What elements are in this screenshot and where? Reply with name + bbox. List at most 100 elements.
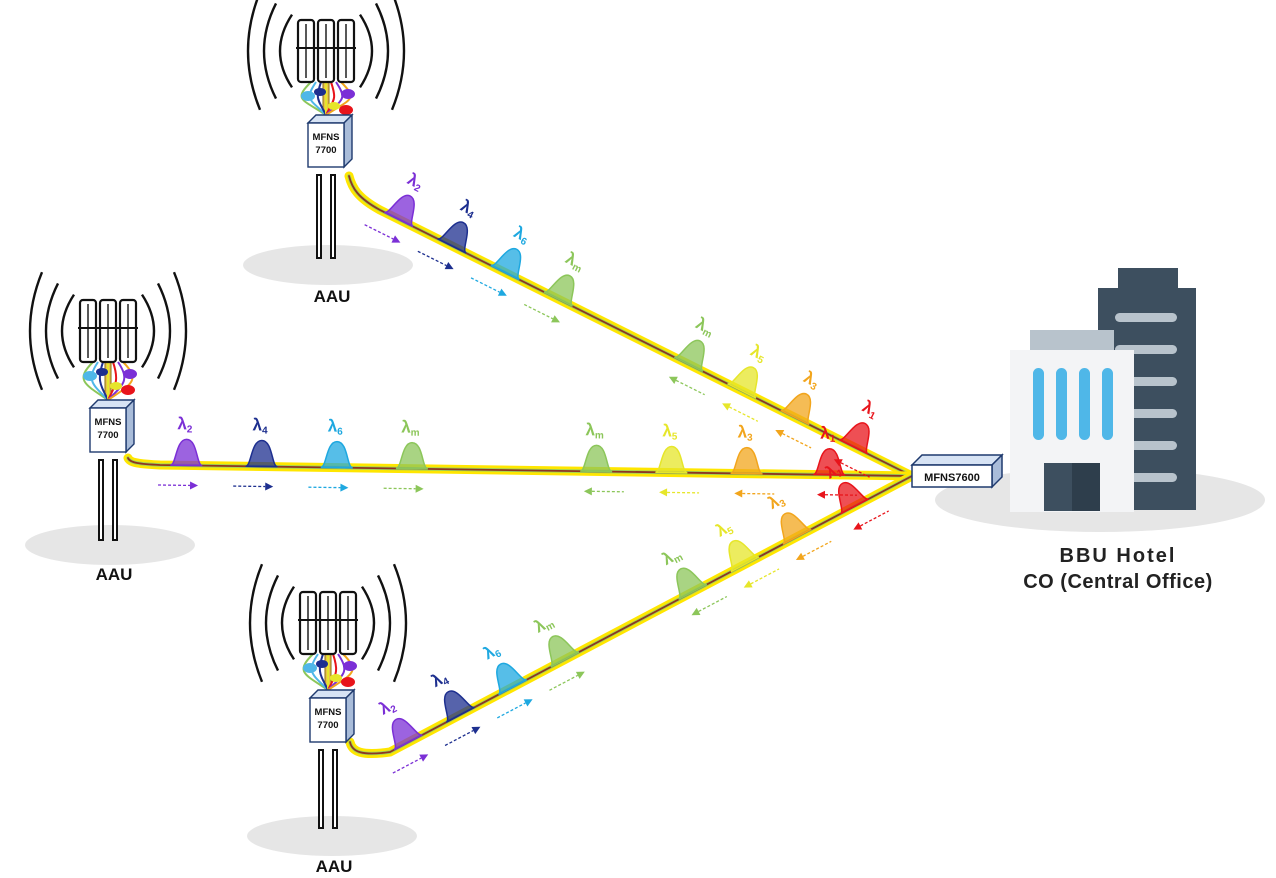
pulse-shape [490,247,522,281]
arrow-shaft [860,510,889,527]
pulse-shape [780,392,812,426]
pulse-shape [728,539,760,573]
pulse-shape [838,422,870,455]
wavelength-label: λ3 [765,489,788,515]
co-label-line1: BBU Hotel [1060,545,1177,567]
pulse-shape [437,221,469,254]
mfns7700-label-line1: MFNS [95,417,122,428]
pulse-shape [245,439,278,468]
arrow-head [659,488,668,497]
wavelength-label: λ4 [252,415,268,436]
arrow-shaft [675,379,705,396]
radio-unit [314,88,326,96]
feed-cable [107,361,126,401]
wavelength-label: λm [659,543,685,570]
radio-unit [330,674,342,682]
radio-wave-icon [376,574,392,672]
box-front [89,407,127,453]
pulse-shape [395,441,429,470]
direction-arrow-icon [392,754,429,774]
pole-right [330,174,336,259]
radio-wave-icon [140,293,156,369]
pulse-shape [391,717,423,751]
wavelength-label: λ2 [376,694,399,720]
feed-cable [302,653,329,691]
pulse-shape [320,440,354,469]
radio-wave-icon [28,271,44,391]
arrow-head [691,607,701,616]
arrow-shaft [782,432,812,449]
radio-unit [341,677,355,687]
direction-arrow-icon [523,303,561,323]
feed-cable [327,653,354,691]
wavelength-label: λm [562,248,588,275]
arrow-head [497,288,507,296]
box-side [125,398,135,454]
box-side [343,113,353,169]
wavelength-label: λ6 [510,223,533,249]
fiber-links [123,171,917,759]
direction-arrow-icon [743,568,780,588]
direction-arrow-icon [364,224,401,243]
direction-arrow-icon [444,726,481,747]
fiber-core [127,457,913,477]
arrow-head [189,481,199,490]
arrow-head [523,699,533,707]
pole-left [318,749,324,829]
arrow-head [795,552,805,561]
direction-arrow-icon [795,540,832,561]
wavelength-label: λ5 [713,516,736,542]
feed-cable [107,361,118,401]
radio-wave-icon [280,585,296,661]
arrow-shaft [444,729,474,747]
aau-label: AAU [316,857,353,876]
box-front [307,122,345,168]
arrow-shaft [698,595,728,613]
wavelength-label: λm [531,611,557,638]
pulse-shape [812,448,846,476]
wavelength-pulse: λ3 [730,422,775,498]
radio-unit [301,91,315,101]
arrow-shaft [728,406,759,422]
wavelength-label: λ3 [737,422,753,443]
arrow-shaft [549,674,579,691]
direction-arrow-icon [583,487,624,496]
radio-wave-icon [392,563,408,683]
radio-wave-icon [262,2,278,100]
arrow-shaft [392,757,422,774]
box-front [309,697,347,743]
radio-unit [328,102,340,110]
mfns7600-hub: MFNS7600 [910,453,1004,489]
wavelength-pulse: λ5 [655,421,700,497]
wavelength-label: λ2 [177,414,193,435]
radio-wave-icon [246,0,262,111]
radio-unit [96,368,108,376]
pulse-shape [548,635,580,668]
arrow-shaft [840,462,870,478]
arrow-head [575,671,585,679]
radio-wave-icon [358,13,374,89]
pulse-shape [496,662,528,696]
hub-front [911,464,993,488]
radio-wave-icon [390,0,406,111]
building-door-panel [1072,463,1100,511]
box-side [345,688,355,744]
direction-arrow-icon [853,510,889,530]
direction-arrow-icon [734,489,775,498]
arrow-head [853,522,863,530]
arrow-shaft [802,540,832,557]
mfns7700-label-line2: 7700 [315,145,336,156]
direction-arrow-icon [470,277,507,296]
feed-cable [325,81,352,116]
radio-unit [303,663,317,673]
pulse-shape [169,438,203,467]
fiber-top [344,171,917,481]
direction-arrow-icon [659,488,700,497]
direction-arrow-icon [722,403,759,422]
pulse-shape [543,274,575,307]
radio-unit [339,105,353,115]
